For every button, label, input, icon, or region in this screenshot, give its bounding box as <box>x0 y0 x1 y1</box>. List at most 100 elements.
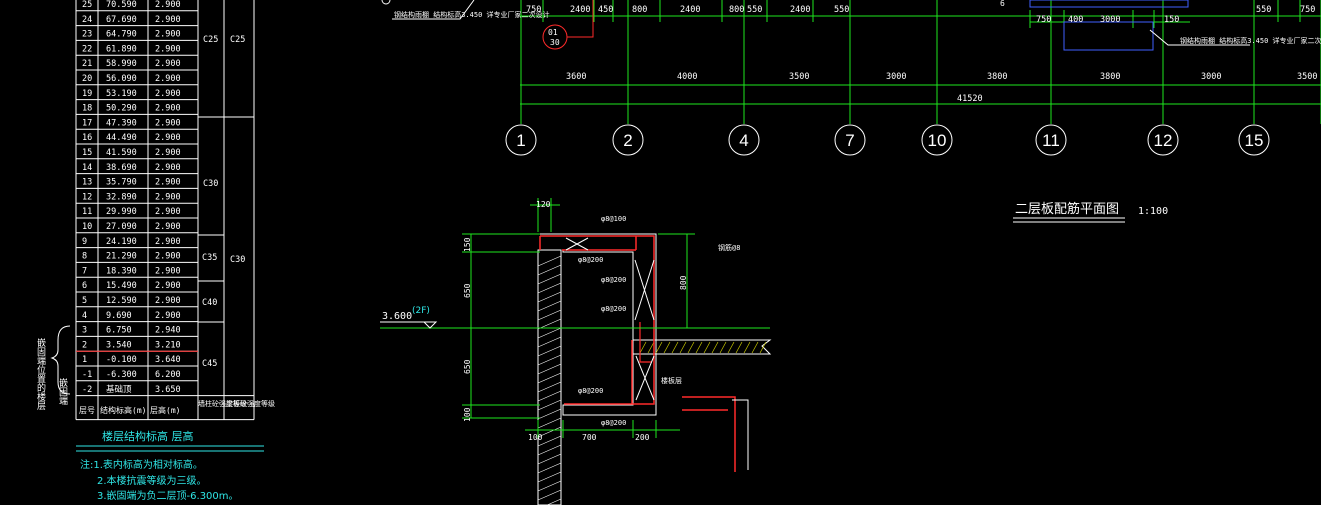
floor-height: 2.900 <box>155 178 181 188</box>
span-dim: 3600 <box>566 72 586 82</box>
axis-label: 7 <box>845 131 854 150</box>
axis-bubble-1: 1 <box>505 124 537 156</box>
plan-grid <box>520 0 1321 124</box>
header-beam-grade: 梁板砼强度等级 <box>226 399 275 408</box>
floor-elevation: 58.990 <box>106 59 137 69</box>
span-dim: 3000 <box>1201 72 1221 82</box>
callout-note: 钢结构雨棚 结构标高3.450 详专业厂家二次设计 <box>394 10 550 19</box>
table-title: 楼层结构标高 层高 <box>102 429 194 443</box>
beam-grade: C30 <box>230 255 245 265</box>
rebar-5: φ8@200 <box>578 387 603 395</box>
canopy-outline <box>1029 0 1189 8</box>
floor-no: 24 <box>82 15 92 25</box>
floor-height: 2.940 <box>155 326 181 336</box>
floor-elevation: 70.590 <box>106 0 137 10</box>
floor-no: -2 <box>82 385 92 395</box>
section-detail <box>380 198 772 505</box>
top-dim-right: 550 <box>1256 5 1271 15</box>
floor-height: 2.900 <box>155 89 181 99</box>
floor-no: 25 <box>82 0 92 10</box>
floor-elevation: 基础顶 <box>106 384 132 395</box>
top-tick-label: 6 <box>1000 0 1005 8</box>
floor-elevation: 53.190 <box>106 89 137 99</box>
floor-elevation: 41.590 <box>106 148 137 158</box>
floor-no: 10 <box>82 222 92 232</box>
note-leader-right <box>1149 29 1250 46</box>
rebar-1: φ8@100 <box>601 215 626 223</box>
top-dim: 550 <box>747 5 762 15</box>
beam-outline <box>538 233 657 416</box>
floor-no: 22 <box>82 44 92 54</box>
floor-elevation: 47.390 <box>106 118 137 128</box>
floor-elevation: 56.090 <box>106 74 137 84</box>
span-dim: 3000 <box>886 72 906 82</box>
wall-grade: C45 <box>202 359 217 369</box>
floor-elevation: 32.890 <box>106 192 137 202</box>
callout-leader <box>567 0 594 38</box>
floor-height: 2.900 <box>155 163 181 173</box>
section-labels: 120 3.600 (2F) 150 650 650 100 800 100 7… <box>382 200 740 442</box>
floor-no: 23 <box>82 30 92 40</box>
left-dim-3: 650 <box>463 359 472 374</box>
floor-no: 13 <box>82 178 92 188</box>
floor-no: 16 <box>82 133 92 143</box>
note-1: 注:1.表内标高为相对标高。 <box>80 458 203 471</box>
callout-code-bottom: 30 <box>550 38 560 47</box>
floor-elevation: 18.390 <box>106 266 137 276</box>
header-elev: 结构标高(m) <box>100 405 146 415</box>
axis-label: 15 <box>1245 131 1264 150</box>
floor-elevation: 29.990 <box>106 207 137 217</box>
floor-height: 2.900 <box>155 104 181 114</box>
bottom-dim-1: 100 <box>528 433 543 442</box>
cross-mid <box>634 259 655 321</box>
floor-height: 2.900 <box>155 237 181 247</box>
top-dim-right: 3000 <box>1100 15 1120 25</box>
floor-elevation: 24.190 <box>106 237 137 247</box>
floor-elevation: 61.890 <box>106 44 137 54</box>
top-dim: 800 <box>632 5 647 15</box>
level-label: 3.600 <box>382 311 412 322</box>
floor-elevation: 15.490 <box>106 281 137 291</box>
floor-height: 2.900 <box>155 0 181 10</box>
dim-top: 120 <box>536 200 551 209</box>
floor-height: 2.900 <box>155 252 181 262</box>
red-L <box>682 396 736 472</box>
floor-elevation: 21.290 <box>106 252 137 262</box>
top-dim: 800 <box>729 5 744 15</box>
cross-top <box>565 237 589 251</box>
axis-bubble-11: 11 <box>1035 124 1067 156</box>
top-dim: 2400 <box>790 5 810 15</box>
top-dim: 550 <box>834 5 849 15</box>
floor-elevation: 38.690 <box>106 163 137 173</box>
floor-no: 7 <box>82 266 87 276</box>
floor-no: 21 <box>82 59 92 69</box>
floor-no: 17 <box>82 118 92 128</box>
floor-elevation: 9.690 <box>106 311 132 321</box>
total-dim: 41520 <box>957 94 983 104</box>
floor-elevation: 44.490 <box>106 133 137 143</box>
callout-code-top: 01 <box>548 28 558 37</box>
bottom-dim-3: 200 <box>635 433 650 442</box>
floor-height: 6.200 <box>155 370 181 380</box>
beam-grade: C25 <box>230 35 245 45</box>
floor-no: 14 <box>82 163 92 173</box>
floor-height: 2.900 <box>155 44 181 54</box>
axis-label: 12 <box>1154 131 1173 150</box>
header-floor: 层号 <box>79 406 95 415</box>
floor-no: -1 <box>82 370 92 380</box>
floor-height: 3.210 <box>155 340 181 350</box>
floor-height: 2.900 <box>155 281 181 291</box>
axis-label: 10 <box>928 131 947 150</box>
top-dim: 750 <box>526 5 541 15</box>
floor-no: 5 <box>82 296 87 306</box>
rebar-4: φ8@200 <box>601 305 626 313</box>
floor-elevation: 27.090 <box>106 222 137 232</box>
level-marker <box>422 321 438 329</box>
embed-bracket <box>50 325 71 395</box>
floor-height: 2.900 <box>155 311 181 321</box>
axis-bubble-15: 15 <box>1238 124 1270 156</box>
wall-grade: C35 <box>202 253 217 263</box>
level-tag: (2F) <box>412 306 430 316</box>
